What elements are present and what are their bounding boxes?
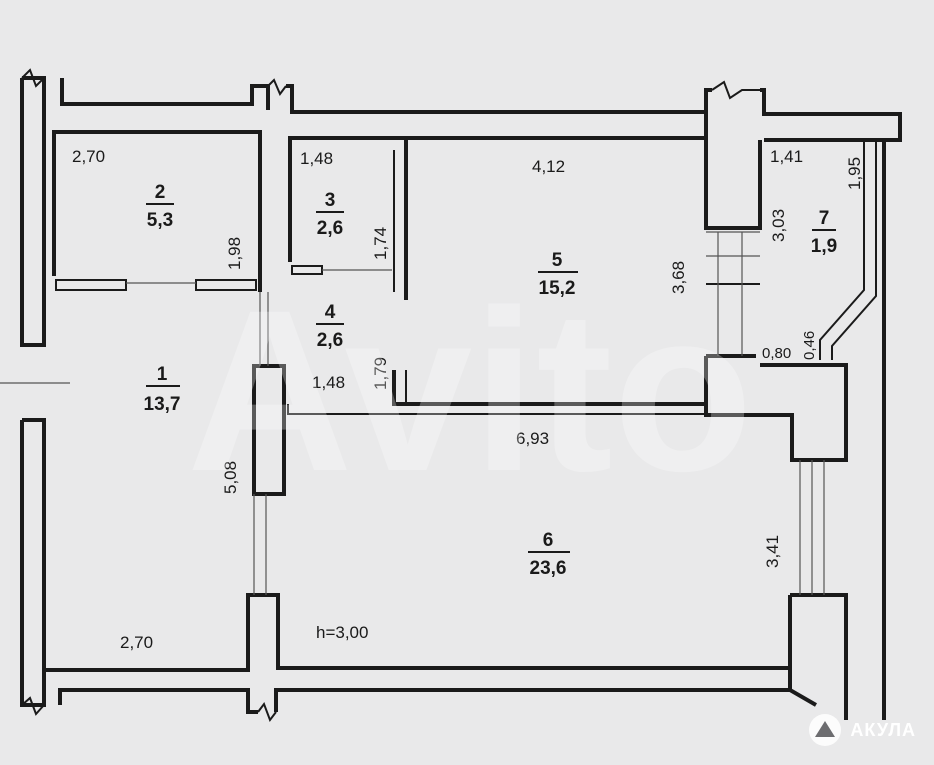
dim-room1-height: 5,08 (221, 461, 240, 494)
dim-room4-height: 1,79 (371, 357, 390, 390)
room-5-area: 15,2 (539, 278, 576, 299)
brand-name: АКУЛА (850, 719, 916, 740)
room-1-number: 1 (157, 364, 168, 385)
dim-room2-height: 1,98 (225, 237, 244, 270)
dim-room7-height-right: 1,95 (845, 157, 864, 190)
dim-room7-angle: 0,46 (801, 331, 818, 360)
room-5-number: 5 (552, 250, 563, 271)
dim-room7-bottom: 0,80 (762, 345, 791, 362)
dim-room7-height-left: 3,03 (769, 209, 788, 242)
room-4-number: 4 (325, 302, 336, 323)
room-6-number: 6 (543, 530, 554, 551)
dim-room5-height: 3,68 (669, 261, 688, 294)
room-2-number: 2 (155, 182, 166, 203)
dim-room5-width: 4,12 (532, 157, 565, 176)
dimension-labels: 2,70 1,98 1,48 1,74 1,48 1,79 4,12 3,68 … (72, 147, 864, 652)
dim-room3-height: 1,74 (371, 227, 390, 260)
dim-room2-width: 2,70 (72, 147, 105, 166)
shark-icon (809, 714, 842, 746)
room-labels: 2 5,3 3 2,6 4 2,6 5 15,2 1 13,7 6 23,6 7… (144, 182, 838, 579)
room-4-area: 2,6 (317, 330, 343, 351)
ceiling-height-label: h=3,00 (316, 623, 368, 642)
room-3-area: 2,6 (317, 218, 343, 239)
room-1-area: 13,7 (144, 394, 181, 415)
dim-room6-height: 3,41 (763, 535, 782, 568)
room-2-area: 5,3 (147, 210, 173, 231)
brand-logo: АКУЛА (808, 713, 916, 747)
room-6-area: 23,6 (530, 558, 567, 579)
dim-room4-width: 1,48 (312, 373, 345, 392)
room-3-number: 3 (325, 190, 336, 211)
dim-room6-width: 6,93 (516, 429, 549, 448)
room-7-area: 1,9 (811, 236, 837, 257)
room-7-number: 7 (819, 208, 830, 229)
outer-walls (20, 68, 902, 723)
dim-room7-width: 1,41 (770, 147, 803, 166)
dim-room3-width: 1,48 (300, 149, 333, 168)
dim-room1-width: 2,70 (120, 633, 153, 652)
interior-walls (0, 130, 877, 595)
